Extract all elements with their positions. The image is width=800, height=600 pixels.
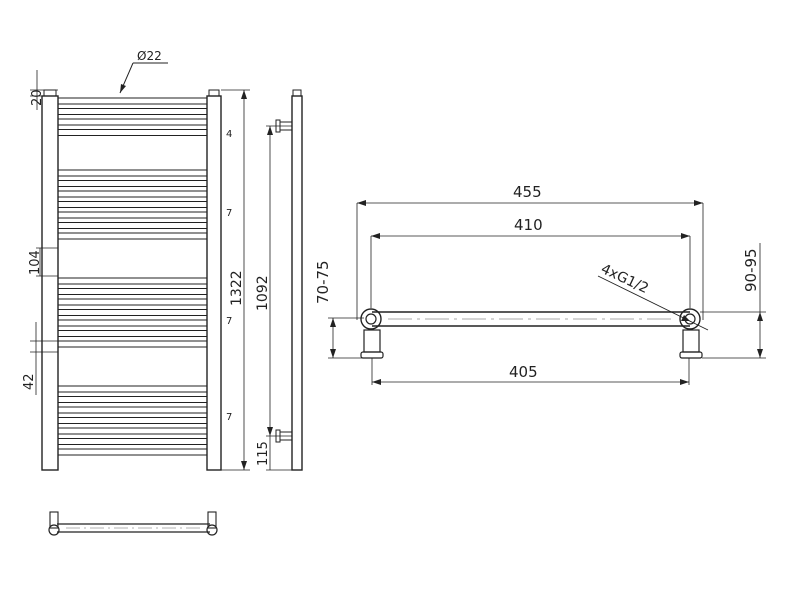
heating-bar <box>57 396 208 403</box>
wall-left-arrow-top <box>330 318 336 327</box>
height-label: 1322 <box>229 270 245 306</box>
heating-bar <box>57 169 208 177</box>
center-width-label: 410 <box>514 216 543 234</box>
heating-bar <box>57 448 208 456</box>
heating-bar <box>57 406 208 414</box>
diameter-arrow <box>120 84 126 93</box>
heating-bar <box>57 232 208 240</box>
wall-right-arrow-top <box>757 312 763 321</box>
wall-left-label: 70-75 <box>314 260 332 304</box>
heating-bar <box>57 385 208 393</box>
wall-right-arrow-bottom <box>757 349 763 358</box>
connection-spacing-label: 1092 <box>255 275 271 311</box>
heating-bar <box>57 201 208 208</box>
connection-arrow-top <box>267 126 273 135</box>
height-arrow-top <box>241 90 247 99</box>
top-view: 455 410 405 4xG1/2 70-75 90-95 <box>314 183 766 385</box>
group-count-3: 7 <box>226 316 232 327</box>
heating-bar <box>57 190 208 198</box>
group-count-1: 4 <box>226 129 232 140</box>
heating-bar <box>57 330 208 337</box>
heating-bar <box>57 118 208 126</box>
bottom-width-arrow-right <box>680 379 689 385</box>
front-view: Ø22 20 104 42 1322 4 7 7 7 <box>22 49 250 471</box>
heating-bar <box>57 319 208 327</box>
heating-bars <box>57 97 208 456</box>
overall-width-arrow-left <box>357 200 366 206</box>
center-width-arrow-right <box>681 233 690 239</box>
overall-width-label: 455 <box>513 183 542 201</box>
plan-left-valve <box>48 524 60 536</box>
left-valve-bore <box>365 313 377 325</box>
heating-bar <box>57 340 208 348</box>
left-rail <box>41 95 59 471</box>
plan-right-valve <box>206 524 218 536</box>
connection-leader-arrow <box>681 315 690 321</box>
height-arrow-bottom <box>241 461 247 470</box>
top-offset-label: 20 <box>30 89 45 106</box>
diameter-label: Ø22 <box>137 49 162 63</box>
group-count-4: 7 <box>226 412 232 423</box>
heating-bar <box>57 211 208 219</box>
connection-leader <box>597 275 709 331</box>
right-valve-leg <box>682 329 700 353</box>
heating-bar <box>57 180 208 187</box>
bottom-width-arrow-left <box>372 379 381 385</box>
connection-label: 4xG1/2 <box>598 261 651 297</box>
plan-left-post <box>49 511 59 529</box>
bottom-plan-view <box>48 511 218 536</box>
heating-bar <box>57 438 208 445</box>
right-rail <box>206 95 222 471</box>
left-valve-leg <box>363 329 381 353</box>
right-valve-foot <box>679 351 703 359</box>
overall-width-arrow-right <box>694 200 703 206</box>
plan-right-post <box>207 511 217 529</box>
heating-bar <box>57 427 208 435</box>
side-view: 1092 115 <box>255 89 303 471</box>
group-count-2: 7 <box>226 208 232 219</box>
heating-bar <box>57 298 208 306</box>
heating-bar <box>57 288 208 295</box>
gap-label: 104 <box>28 250 43 275</box>
heating-bar <box>57 97 208 105</box>
bottom-width-label: 405 <box>509 363 538 381</box>
left-valve-foot <box>360 351 384 359</box>
side-rail-cap <box>292 89 302 97</box>
heating-bar <box>57 277 208 285</box>
heating-bar <box>57 417 208 424</box>
heating-bar <box>57 222 208 229</box>
left-rail-cap-top <box>43 89 57 97</box>
left-valve-ring <box>360 308 382 330</box>
heating-bar <box>57 129 208 136</box>
connection-arrow-bottom <box>267 427 273 436</box>
heating-bar <box>57 108 208 115</box>
pitch-label: 42 <box>22 373 37 390</box>
wall-right-label: 90-95 <box>742 248 760 292</box>
bottom-offset-label: 115 <box>256 441 271 466</box>
center-width-arrow-left <box>371 233 380 239</box>
heating-bar <box>57 309 208 316</box>
right-valve-ring <box>679 308 701 330</box>
wall-left-arrow-bottom <box>330 349 336 358</box>
side-rail <box>291 95 303 471</box>
right-rail-cap-top <box>208 89 220 97</box>
